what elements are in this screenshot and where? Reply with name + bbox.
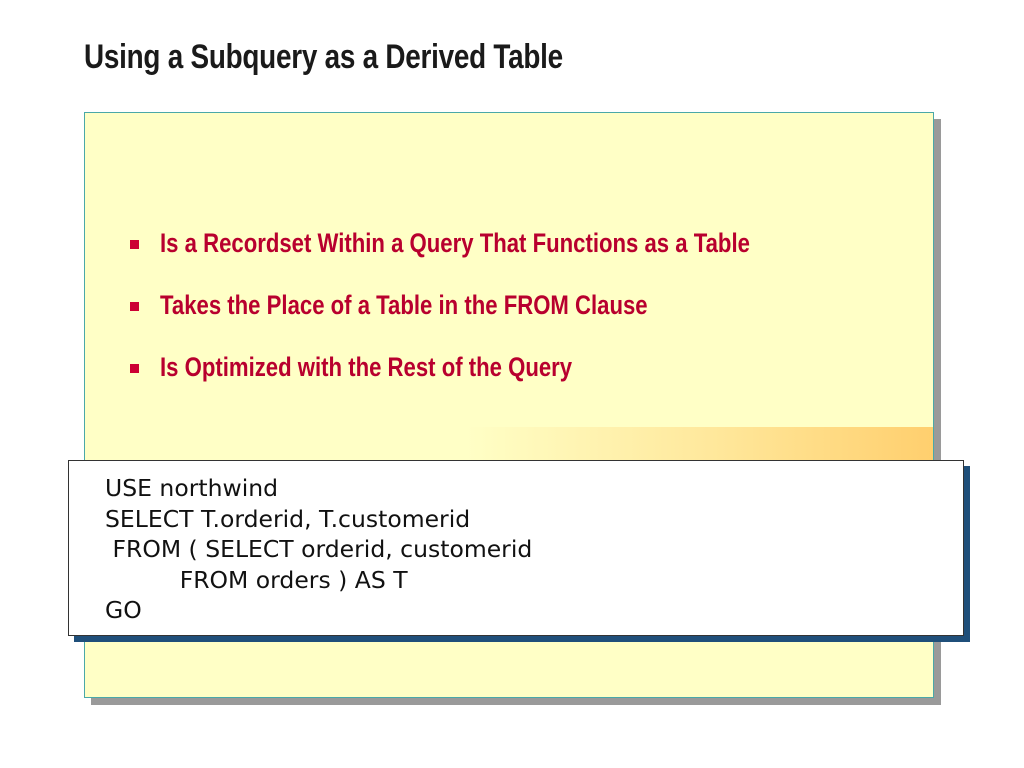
code-line: SELECT T.orderid, T.customerid bbox=[105, 504, 471, 533]
bullet-text: Is Optimized with the Rest of the Query bbox=[160, 352, 573, 382]
square-bullet-icon bbox=[130, 364, 139, 373]
code-line: GO bbox=[105, 596, 142, 624]
square-bullet-icon bbox=[130, 302, 139, 311]
code-line: FROM orders ) AS T bbox=[105, 565, 408, 594]
code-line: USE northwind bbox=[105, 474, 279, 502]
bullet-text: Takes the Place of a Table in the FROM C… bbox=[160, 290, 648, 320]
slide-title: Using a Subquery as a Derived Table bbox=[84, 38, 563, 76]
code-line: FROM ( SELECT orderid, customerid bbox=[105, 535, 533, 563]
square-bullet-icon bbox=[130, 240, 139, 249]
bullet-text: Is a Recordset Within a Query That Funct… bbox=[160, 228, 750, 258]
